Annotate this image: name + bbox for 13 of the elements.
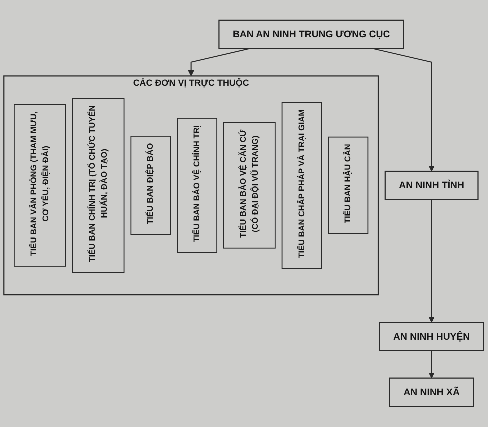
arrow bbox=[428, 350, 435, 379]
arrow bbox=[428, 200, 435, 323]
node-box: TIỂU BAN CHÍNH TRỊ (TỔ CHỨC TUYẾN HUẤN, ĐÀO TẠO) bbox=[72, 98, 125, 274]
node-box: TIỂU BAN ĐIỆP BÁO bbox=[130, 136, 172, 236]
node-box: TIỂU BAN CHẤP PHÁP VÀ TRẠI GIAM bbox=[282, 102, 322, 270]
node-box: TIỂU BAN HẬU CẦN bbox=[328, 136, 369, 234]
node-box: AN NINH XÃ bbox=[389, 378, 474, 408]
node-box: AN NINH TỈNH bbox=[384, 170, 479, 200]
node-box: TIỂU BAN BẢO VỆ CĂN CỨ (CÓ ĐẠI ĐỘI VŨ TRANG) bbox=[224, 122, 276, 249]
node-box: TIỂU BAN VĂN PHÒNG (THAM MƯU, CƠ YẾU, ĐIỆN ĐÀI) bbox=[14, 104, 66, 267]
node-box: BAN AN NINH TRUNG ƯƠNG CỤC bbox=[218, 20, 404, 50]
node-box: AN NINH HUYỆN bbox=[379, 322, 484, 352]
node-box: TIỂU BAN BẢO VỆ CHÍNH TRỊ bbox=[177, 118, 218, 254]
